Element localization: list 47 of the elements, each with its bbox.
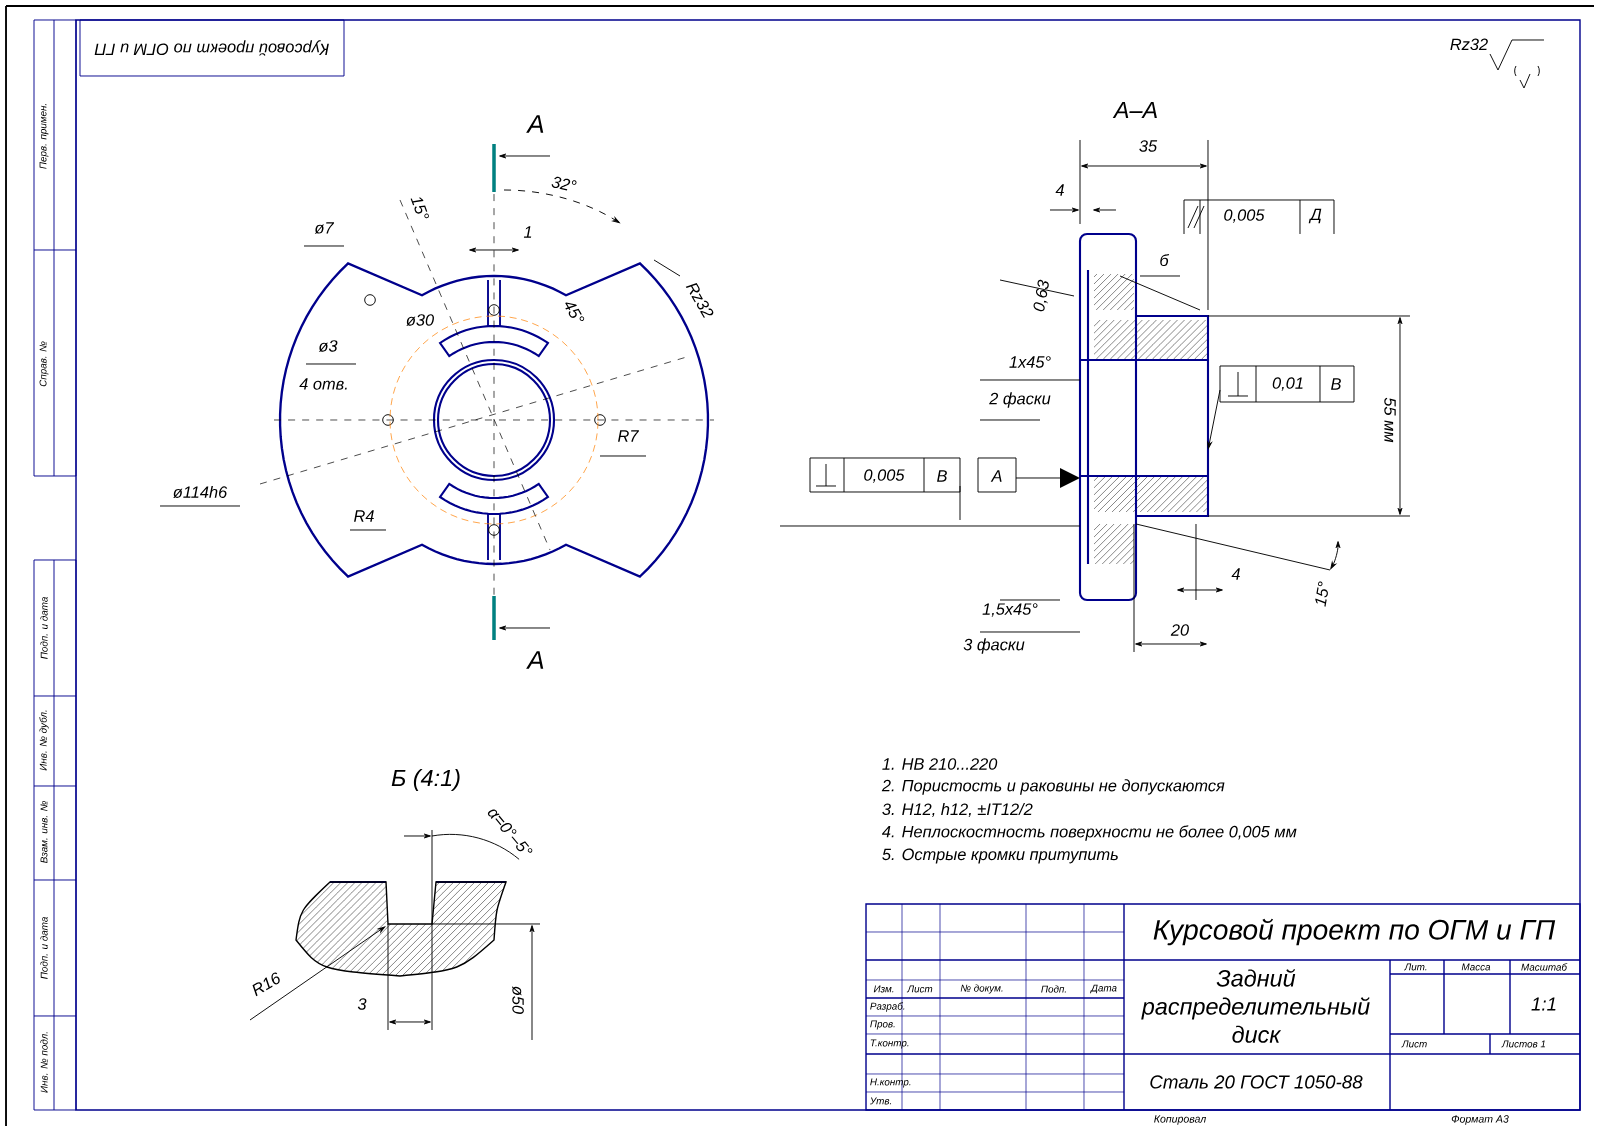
dimension-text: 2 фаски: [989, 392, 1051, 408]
dimension-text: ø30: [406, 314, 434, 326]
section-title: Б (4:1): [391, 769, 460, 791]
dimension-text: 0,63: [1033, 279, 1049, 312]
title-text: Курсовой проект по ОГМ и ГП: [1153, 918, 1556, 946]
datum-box: А: [977, 457, 1017, 493]
stamp-box: Курсовой проект по ОГМ и ГП: [79, 19, 345, 77]
dimension-text: ø114h6: [173, 485, 228, 499]
dimension-text: 20: [1170, 624, 1189, 636]
dimension-text: R4: [354, 510, 374, 522]
dimension-text: 15°: [410, 197, 429, 219]
dimension-text: 3 фаски: [963, 638, 1025, 654]
dimension-text: R16: [252, 972, 280, 997]
label: Д: [1308, 208, 1322, 224]
material-text: Сталь 20 ГОСТ 1050-88: [1150, 1075, 1363, 1089]
dimension-text: 32°: [551, 176, 577, 191]
dimension-text: б: [1160, 253, 1170, 267]
dimension-text: 4 отв.: [299, 378, 347, 390]
note-text: 4. Неплоскостность поверхности не более 0,005 мм: [882, 825, 1297, 841]
dimension-text: 1,5х45°: [982, 603, 1038, 617]
tolerance-frame: 0,005 Д: [1183, 199, 1335, 235]
dimension-text: R7: [618, 430, 639, 442]
scale-text: 1:1: [1531, 997, 1556, 1011]
dimension-text: 15°: [1315, 581, 1328, 607]
dimension-text: 1х45°: [1009, 356, 1051, 368]
section-letter: А: [526, 651, 544, 669]
tolerance-frame: 0,005 В: [809, 457, 961, 493]
note-text: 5. Острые кромки притупить: [882, 848, 1118, 864]
tolerance-frame: 0,01 В: [1219, 365, 1355, 403]
note-text: 2. Пористость и раковины не допускаются: [881, 779, 1225, 795]
note-text: 1. НВ 210...220: [882, 758, 998, 770]
note-text: 3. Н12, h12, ±IT12/2: [882, 803, 1033, 817]
section-letter: А: [526, 115, 544, 133]
dimension-text: 3: [357, 998, 367, 1010]
dimension-text: 55 мм: [1384, 397, 1396, 443]
part-name: Задний распределительный диск: [1141, 969, 1370, 1043]
dimension-text: 45°: [565, 302, 585, 321]
section-title: А–А: [1112, 101, 1157, 119]
dimension-text: 4: [1055, 184, 1064, 196]
roughness-text: Rz32: [1450, 38, 1488, 51]
dimension-text: 35: [1139, 140, 1158, 152]
dimension-text: 1: [523, 226, 532, 238]
label: 0,005: [1224, 209, 1265, 223]
dimension-text: 4: [1231, 568, 1240, 580]
dimension-text: ø3: [318, 340, 338, 352]
dimension-text: ø7: [314, 222, 335, 234]
dimension-text: ø50: [512, 986, 524, 1014]
